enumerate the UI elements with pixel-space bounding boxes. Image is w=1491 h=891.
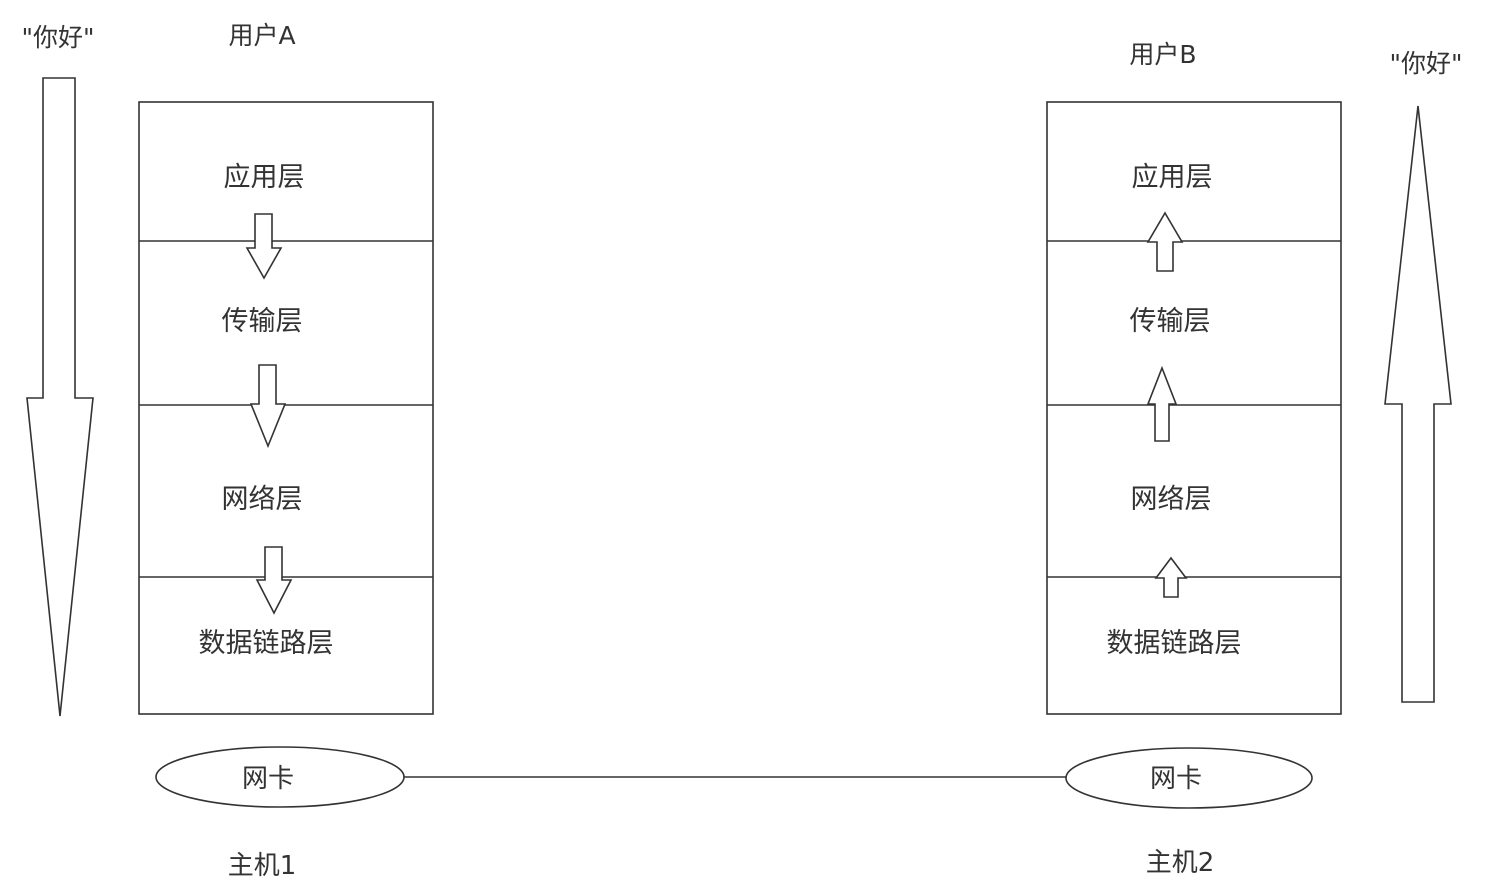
host2-label: 主机2 [1146, 848, 1215, 878]
host1-down-arrow-transport-to-network [249, 364, 287, 449]
host2-protocol-stack [1046, 101, 1342, 715]
host1-label: 主机1 [228, 851, 297, 881]
host1-transport-layer: 传输层 [222, 306, 303, 337]
host2-group: 用户B "你好" 应用层 传输层 网络层 数据链路层 网卡 主机2 [1046, 40, 1463, 878]
host2-up-arrow-datalink-to-network [1154, 556, 1188, 598]
host1-network-layer: 网络层 [222, 484, 303, 515]
host1-message-down-arrow [26, 77, 94, 717]
host1-datalink-layer: 数据链路层 [199, 628, 334, 659]
host2-transport-layer: 传输层 [1130, 306, 1211, 337]
host2-up-arrow-network-to-transport [1146, 365, 1178, 442]
host1-message-label: "你好" [22, 23, 95, 52]
host2-nic [1065, 747, 1313, 809]
host1-protocol-stack [138, 101, 434, 715]
host2-nic-label: 网卡 [1150, 764, 1202, 794]
host2-user-label: 用户B [1129, 40, 1196, 69]
host1-application-layer: 应用层 [224, 162, 305, 193]
host2-message-label: "你好" [1390, 49, 1463, 78]
host1-group: "你好" 用户A 应用层 传输层 网络层 数据链路层 网卡 主机1 [22, 21, 434, 881]
host2-datalink-layer: 数据链路层 [1107, 628, 1242, 659]
host1-down-arrow-network-to-datalink [255, 546, 293, 615]
host1-user-label: 用户A [228, 21, 295, 50]
host1-down-arrow-app-to-transport [245, 213, 283, 280]
host2-network-layer: 网络层 [1131, 484, 1212, 515]
host2-up-arrow-transport-to-app [1146, 211, 1184, 272]
host2-application-layer: 应用层 [1132, 162, 1213, 193]
host2-message-up-arrow [1384, 105, 1452, 703]
host1-nic-label: 网卡 [242, 764, 294, 794]
